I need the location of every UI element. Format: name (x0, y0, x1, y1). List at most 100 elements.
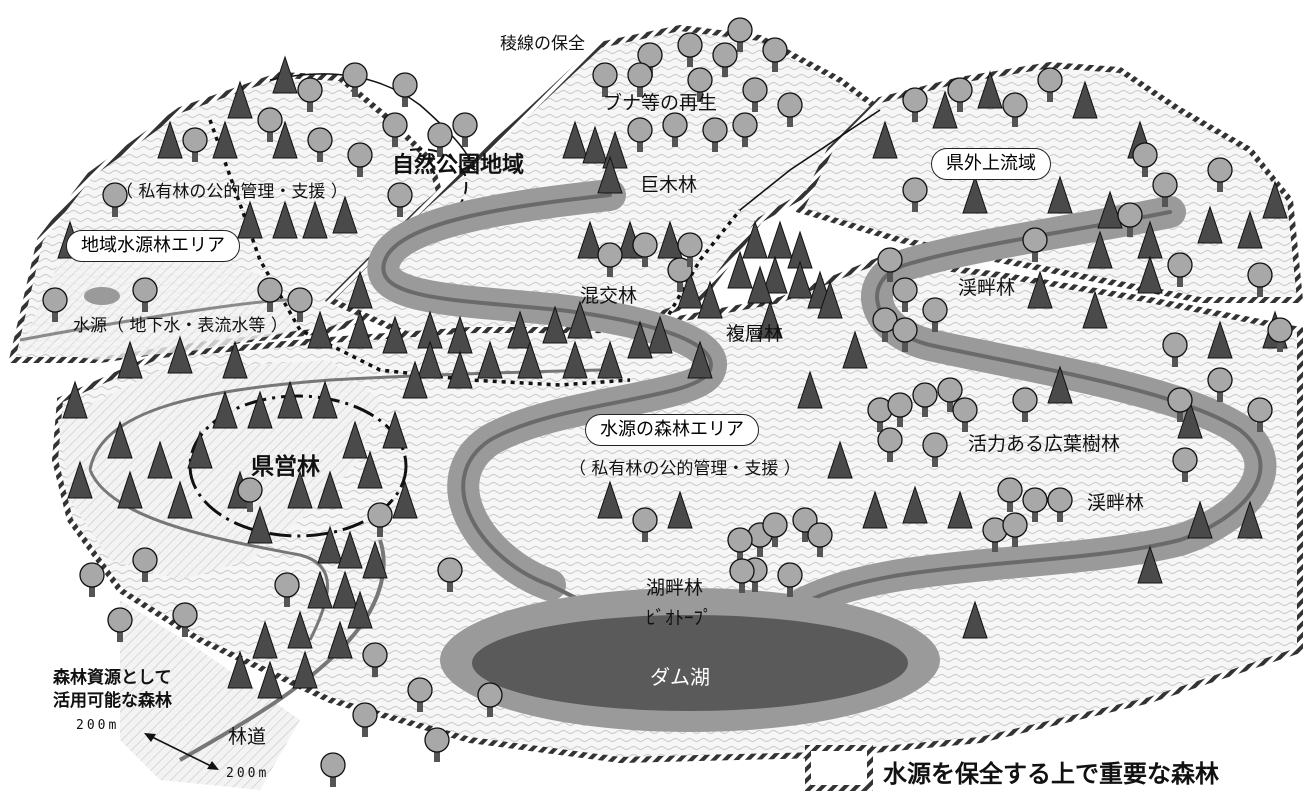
broadleaf-trunk (887, 448, 893, 462)
conifer-tree (227, 80, 253, 119)
broadleaf-tree (1172, 447, 1198, 473)
prefectural-forest-label: 県営林 (251, 454, 320, 480)
broadleaf-trunk (1142, 163, 1148, 177)
legend-swatch (805, 745, 873, 791)
broadleaf-trunk (637, 83, 643, 97)
broadleaf-tree (632, 232, 658, 258)
conifer-tree (292, 650, 318, 689)
broadleaf-tree (1012, 387, 1038, 413)
broadleaf-trunk (877, 418, 883, 432)
broadleaf-tree (732, 112, 758, 138)
scale-vertical-label: 200m (76, 718, 120, 733)
broadleaf-tree (1047, 487, 1073, 513)
broadleaf-trunk (1032, 248, 1038, 262)
conifer-tree (212, 390, 238, 429)
broadleaf-tree (392, 72, 418, 98)
conifer-tree (647, 315, 673, 354)
broadleaf-tree (677, 232, 703, 258)
forest-road-label: 林道 (228, 726, 267, 748)
conifer-tree (167, 480, 193, 519)
conifer-tree (667, 490, 693, 529)
conifer-tree (542, 305, 568, 344)
beech-regeneration-label: ブナ等の再生 (603, 92, 718, 114)
broadleaf-trunk (352, 83, 358, 97)
broadleaf-trunk (1177, 273, 1183, 287)
broadleaf-tree (887, 392, 913, 418)
broadleaf-tree (952, 397, 978, 423)
broadleaf-tree (1207, 157, 1233, 183)
broadleaf-trunk (912, 198, 918, 212)
broadleaf-trunk (1257, 418, 1263, 432)
broadleaf-trunk (330, 773, 336, 787)
dam-lake (440, 588, 940, 732)
conifer-tree (567, 300, 593, 339)
broadleaf-tree (937, 377, 963, 403)
broadleaf-trunk (1007, 498, 1013, 512)
broadleaf-tree (597, 242, 623, 268)
dam-lake-label: ダム湖 (650, 665, 710, 689)
conifer-tree (347, 310, 373, 349)
broadleaf-trunk (737, 548, 743, 562)
broadleaf-tree (667, 257, 693, 283)
broadleaf-trunk (437, 143, 443, 157)
conifer-tree (107, 420, 133, 459)
conifer-tree (827, 440, 853, 479)
conifer-tree (562, 340, 588, 379)
broadleaf-tree (102, 182, 128, 208)
conifer-tree (62, 380, 88, 419)
broadleaf-tree (727, 17, 753, 43)
broadleaf-trunk (462, 133, 468, 147)
conifer-tree (332, 570, 358, 609)
conifer-tree (117, 340, 143, 379)
conifer-tree (477, 340, 503, 379)
broadleaf-trunk (737, 38, 743, 52)
conifer-tree (1027, 270, 1053, 309)
broadleaf-tree (1267, 317, 1293, 343)
biotope-label: ﾋﾞｵﾄｰﾌﾟ (646, 607, 713, 629)
legend-label: 水源を保全する上で重要な森林 (883, 760, 1219, 788)
broadleaf-tree (172, 602, 198, 628)
broadleaf-tree (892, 317, 918, 343)
conifer-tree (237, 200, 263, 239)
broadleaf-tree (42, 287, 68, 313)
broadleaf-trunk (267, 298, 273, 312)
broadleaf-trunk (1047, 88, 1053, 102)
broadleaf-trunk (772, 58, 778, 72)
conifer-tree (767, 220, 793, 259)
conifer-tree (687, 340, 713, 379)
conifer-tree (1047, 365, 1073, 404)
vigorous-broadleaf-label: 活力ある広葉樹林 (968, 433, 1121, 455)
broadleaf-tree (742, 77, 768, 103)
broadleaf-tree (872, 307, 898, 333)
broadleaf-tree (1207, 367, 1233, 393)
broadleaf-trunk (1032, 508, 1038, 522)
broadleaf-trunk (357, 163, 363, 177)
conifer-tree (447, 350, 473, 389)
broadleaf-tree (1022, 227, 1048, 253)
water-source-pond (84, 287, 120, 305)
broadleaf-tree (79, 562, 105, 588)
private-forest-mgmt-lower-label: （ 私有林の公的管理・支援 ） (569, 459, 801, 479)
broadleaf-trunk (247, 498, 253, 512)
broadleaf-trunk (642, 528, 648, 542)
conifer-tree (597, 155, 623, 194)
broadleaf-trunk (802, 528, 808, 542)
lakeside-forest-label: 湖畔林 (646, 577, 704, 599)
conifer-tree (222, 340, 248, 379)
forest-resource-label-line2: 活用可能な森林 (53, 691, 172, 711)
broadleaf-trunk (787, 113, 793, 127)
broadleaf-tree (1022, 487, 1048, 513)
broadleaf-trunk (1012, 113, 1018, 127)
broadleaf-tree (362, 642, 388, 668)
conifer-tree (1207, 320, 1233, 359)
conifer-tree (157, 120, 183, 159)
broadleaf-tree (632, 507, 658, 533)
conifer-tree (167, 335, 193, 374)
conifer-tree (277, 380, 303, 419)
conifer-tree (1262, 180, 1288, 219)
conifer-tree (947, 490, 973, 529)
broadleaf-trunk (817, 543, 823, 557)
conifer-tree (582, 125, 608, 164)
broadleaf-trunk (932, 453, 938, 467)
broadleaf-tree (777, 92, 803, 118)
